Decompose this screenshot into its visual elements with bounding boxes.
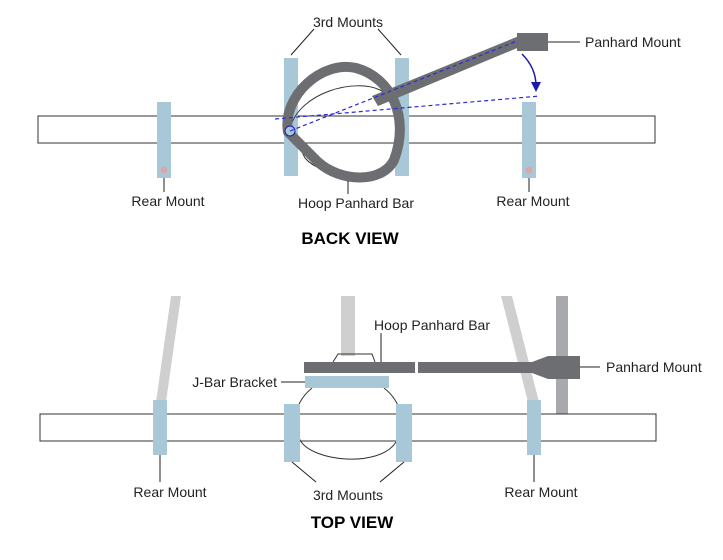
top-center-link [341, 296, 355, 356]
top-j-bar-bracket [305, 376, 389, 388]
top-third-mount-left [284, 404, 300, 462]
top-third-mount-right [396, 404, 412, 462]
top-trailing-arm-left [156, 296, 181, 402]
back-rear-mount-right-label: Rear Mount [496, 193, 569, 209]
top-hoop-panhard-bar-left [304, 362, 415, 373]
top-hoop-panhard-bar-label: Hoop Panhard Bar [374, 317, 490, 333]
top-trailing-arm-right [501, 296, 539, 402]
top-j-bar-bracket-label: J-Bar Bracket [192, 374, 277, 390]
back-view: 3rd Mounts Panhard Mount Rear Mount Hoop… [37, 14, 681, 248]
top-rear-mount-right-label: Rear Mount [504, 484, 577, 500]
back-rear-mount-left-label: Rear Mount [131, 193, 204, 209]
back-rear-mount-right [522, 102, 536, 178]
back-third-mounts-label: 3rd Mounts [313, 14, 383, 30]
back-panhard-mount [517, 33, 548, 51]
back-leader-third-right [377, 28, 402, 56]
top-third-mounts-label: 3rd Mounts [313, 487, 383, 503]
back-panhard-arm [372, 36, 522, 106]
back-panhard-mount-label: Panhard Mount [585, 34, 681, 50]
back-rotation-arrowhead [531, 82, 541, 92]
top-view: Hoop Panhard Bar Panhard Mount J-Bar Bra… [39, 296, 702, 532]
top-leader-third-left [291, 461, 317, 483]
top-hoop-panhard-bar-right [418, 362, 538, 373]
top-bar-bracket-outline [332, 353, 376, 363]
top-rear-mount-left-label: Rear Mount [133, 484, 206, 500]
back-rear-mount-left-bolt [160, 166, 168, 174]
back-view-title: BACK VIEW [301, 229, 399, 248]
back-dashed-line-upper [289, 40, 518, 132]
back-rotation-arrow [521, 53, 537, 87]
top-view-title: TOP VIEW [311, 513, 394, 532]
back-dashed-line-lower [274, 95, 541, 120]
back-hoop-panhard-bar-label: Hoop Panhard Bar [298, 195, 414, 211]
top-panhard-taper [532, 356, 548, 379]
top-axle-tube [39, 413, 657, 442]
top-panhard-mount-label: Panhard Mount [606, 359, 702, 375]
top-panhard-mount-post [556, 296, 568, 414]
top-rear-mount-left [153, 400, 167, 455]
top-leader-third-right [379, 461, 405, 483]
back-leader-third-left [290, 28, 315, 56]
back-hoop-panhard-bar [282, 61, 405, 183]
top-panhard-mount [548, 356, 580, 379]
top-rear-mount-right [527, 400, 541, 455]
back-rear-mount-right-bolt [525, 166, 533, 174]
back-axle-tube [37, 115, 656, 144]
back-rear-mount-left [157, 102, 171, 178]
